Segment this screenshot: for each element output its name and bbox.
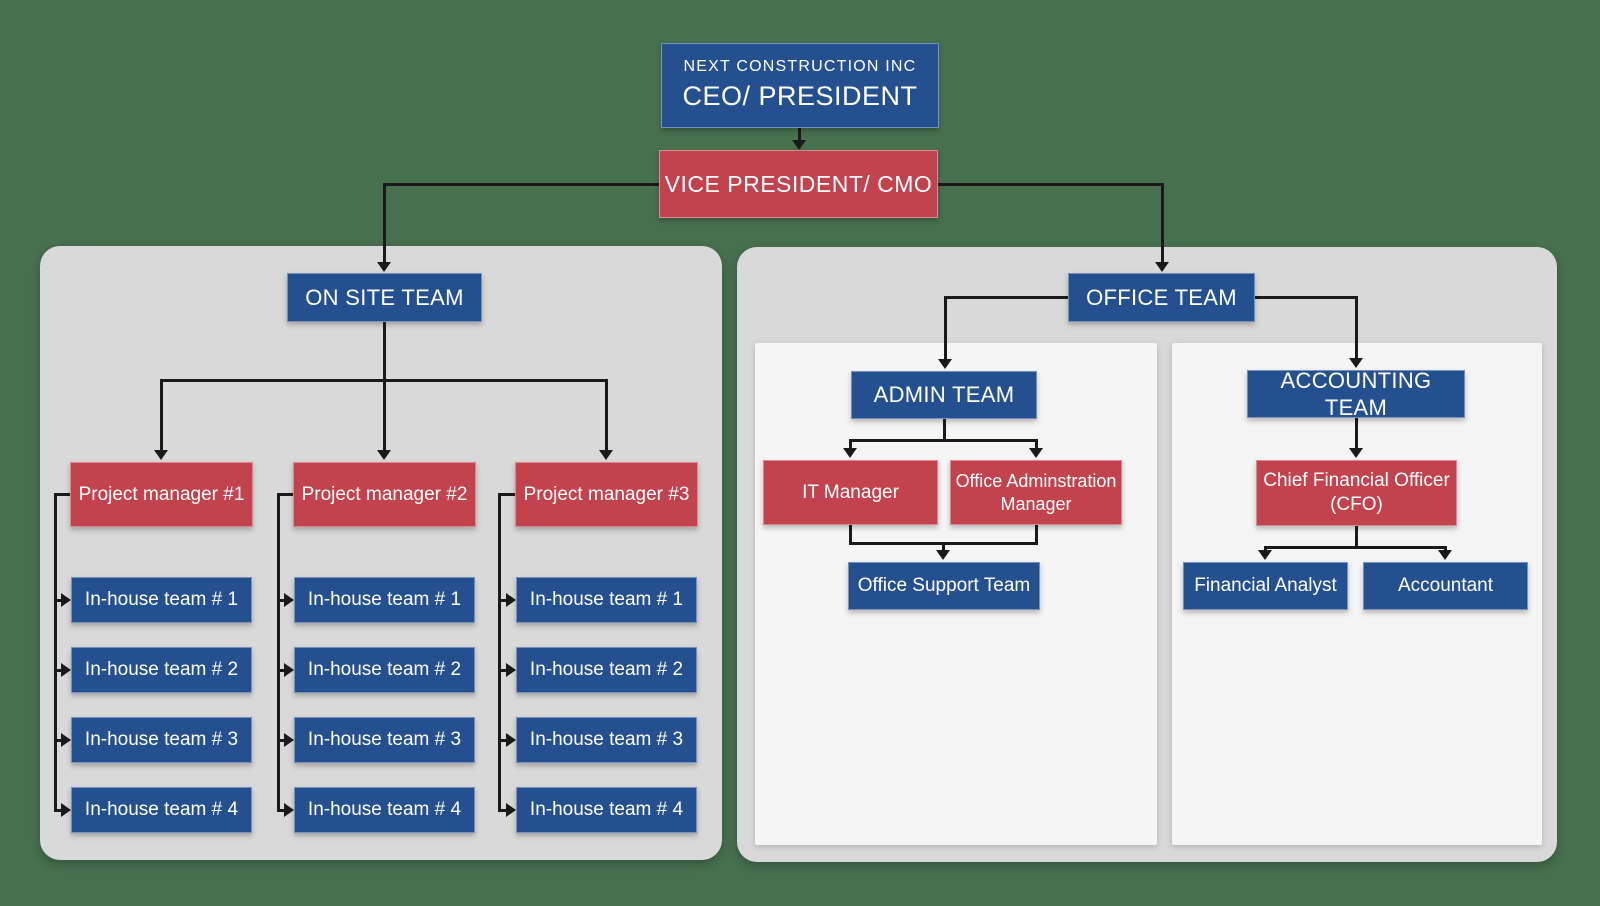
arrow-col2-r1 (284, 593, 294, 607)
connector-col1-v (54, 493, 57, 812)
connector-onsite-branch (160, 379, 608, 382)
connector-itm-down (849, 525, 852, 544)
connector-office-acct-v (1355, 296, 1358, 359)
arrow-accounting-team (1349, 358, 1363, 368)
node-office-administration-manager: Office Adminstration Manager (950, 460, 1122, 525)
node-office-team: OFFICE TEAM (1068, 273, 1255, 322)
node-inhouse-3-3: In-house team # 3 (516, 717, 697, 763)
node-vice-president: VICE PRESIDENT/ CMO (659, 150, 938, 218)
node-project-manager-3: Project manager #3 (515, 462, 698, 527)
node-inhouse-3-4: In-house team # 4 (516, 787, 697, 833)
onsite-panel (40, 246, 722, 860)
connector-col2-elbow (277, 493, 294, 496)
connector-office-acct-h (1255, 296, 1358, 299)
connector-col2-r1 (277, 599, 286, 602)
node-inhouse-2-4: In-house team # 4 (294, 787, 475, 833)
connector-vp-onsite-h (383, 183, 659, 186)
connector-col1-r3 (54, 739, 63, 742)
connector-col3-r3 (498, 739, 507, 742)
node-onsite-team: ON SITE TEAM (287, 273, 482, 322)
connector-col3-v (498, 493, 501, 812)
connector-vp-office-v (1161, 183, 1164, 263)
connector-col2-r2 (277, 669, 286, 672)
arrow-col1-r4 (61, 803, 71, 817)
connector-col3-elbow (498, 493, 516, 496)
connector-oam-down (1035, 525, 1038, 544)
connector-cfo-dropR (1444, 546, 1447, 552)
node-financial-analyst: Financial Analyst (1183, 562, 1348, 610)
connector-admin-dropL (849, 439, 852, 449)
arrow-col3-r4 (506, 803, 516, 817)
arrow-pm2 (377, 450, 391, 460)
node-inhouse-1-1: In-house team # 1 (71, 577, 252, 623)
connector-cfo-dropL (1264, 546, 1267, 552)
company-name: NEXT CONSTRUCTION INC (683, 58, 917, 76)
connector-cfo-branch (1264, 546, 1447, 549)
connector-vp-office-h (938, 183, 1163, 186)
connector-col1-r4 (54, 809, 63, 812)
connector-admin-stem (943, 419, 946, 441)
connector-admin-dropR (1035, 439, 1038, 449)
connector-office-admin-v (944, 296, 947, 360)
arrow-ceo-vp (792, 140, 806, 150)
arrow-admin-team (938, 359, 952, 369)
node-inhouse-1-3: In-house team # 3 (71, 717, 252, 763)
connector-cfo-stem (1355, 526, 1358, 548)
ceo-title: CEO/ PRESIDENT (682, 81, 918, 112)
node-accountant: Accountant (1363, 562, 1528, 610)
node-ceo: NEXT CONSTRUCTION INC CEO/ PRESIDENT (661, 43, 939, 128)
connector-vp-onsite-v (383, 183, 386, 263)
connector-col3-r2 (498, 669, 507, 672)
node-inhouse-2-3: In-house team # 3 (294, 717, 475, 763)
arrow-cfo (1349, 448, 1363, 458)
connector-col2-r3 (277, 739, 286, 742)
connector-col1-elbow (54, 493, 71, 496)
arrow-col2-r4 (284, 803, 294, 817)
node-project-manager-2: Project manager #2 (293, 462, 476, 527)
connector-office-admin-h (944, 296, 1068, 299)
arrow-financial-analyst (1258, 550, 1272, 560)
arrow-col3-r2 (506, 663, 516, 677)
arrow-office-admin-manager (1029, 448, 1043, 458)
arrow-pm1 (154, 450, 168, 460)
node-cfo: Chief Financial Officer (CFO) (1256, 460, 1457, 526)
arrow-col2-r2 (284, 663, 294, 677)
connector-admin-branch (849, 439, 1038, 442)
arrow-col3-r1 (506, 593, 516, 607)
arrow-col1-r1 (61, 593, 71, 607)
connector-acct-stem (1355, 418, 1358, 449)
connector-ceo-vp (798, 128, 801, 142)
arrow-vp-office (1155, 262, 1169, 272)
connector-col2-r4 (277, 809, 286, 812)
connector-col3-r4 (498, 809, 507, 812)
connector-col1-r2 (54, 669, 63, 672)
arrow-it-manager (843, 448, 857, 458)
node-inhouse-3-1: In-house team # 1 (516, 577, 697, 623)
connector-drop-pm3 (605, 379, 608, 451)
arrow-col3-r3 (506, 733, 516, 747)
arrow-pm3 (599, 450, 613, 460)
arrow-col1-r2 (61, 663, 71, 677)
node-admin-team: ADMIN TEAM (851, 371, 1037, 419)
node-inhouse-2-2: In-house team # 2 (294, 647, 475, 693)
arrow-col2-r3 (284, 733, 294, 747)
arrow-office-support (936, 550, 950, 560)
node-inhouse-1-4: In-house team # 4 (71, 787, 252, 833)
node-office-support-team: Office Support Team (848, 562, 1040, 610)
connector-col2-v (277, 493, 280, 812)
node-accounting-team: ACCOUNTING TEAM (1247, 368, 1465, 420)
node-it-manager: IT Manager (763, 460, 938, 525)
connector-onsite-stem (383, 322, 386, 451)
connector-col3-r1 (498, 599, 507, 602)
connector-merge-drop (942, 542, 945, 551)
arrow-vp-onsite (377, 262, 391, 272)
connector-drop-pm1 (160, 379, 163, 451)
node-project-manager-1: Project manager #1 (70, 462, 253, 527)
node-inhouse-1-2: In-house team # 2 (71, 647, 252, 693)
arrow-accountant (1438, 550, 1452, 560)
node-inhouse-2-1: In-house team # 1 (294, 577, 475, 623)
node-inhouse-3-2: In-house team # 2 (516, 647, 697, 693)
arrow-col1-r3 (61, 733, 71, 747)
connector-col1-r1 (54, 599, 63, 602)
